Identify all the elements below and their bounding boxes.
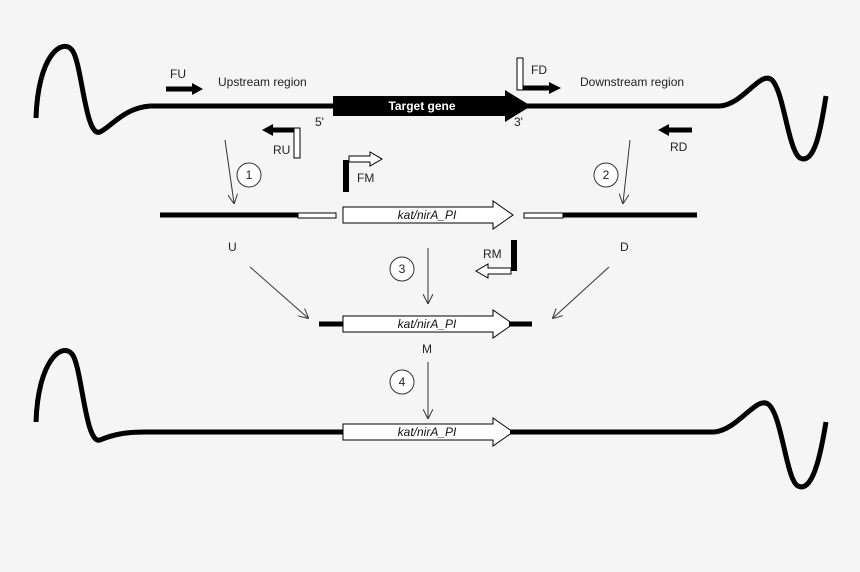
- ru-arrow-head: [262, 124, 273, 136]
- step-2-number: 2: [603, 168, 610, 182]
- target-gene-label: Target gene: [388, 99, 455, 113]
- step-4-number: 4: [399, 375, 406, 389]
- primer-ru: RU: [262, 124, 301, 159]
- upstream-region-label: Upstream region: [218, 75, 307, 89]
- step-4-circle: [389, 369, 415, 395]
- fragment-u: U: [160, 212, 337, 254]
- step-2-circle: [593, 162, 619, 188]
- rm-open-arrow: [475, 263, 512, 279]
- step-1: 1: [224, 139, 262, 203]
- step-2: 2: [593, 139, 631, 203]
- step-3-arrow-right: [553, 266, 610, 318]
- fragment-u-overlap: [297, 212, 337, 219]
- fd-tail: [516, 57, 524, 91]
- cassette-pcr-arrow: [342, 200, 514, 230]
- fragment-d-overlap: [523, 212, 564, 219]
- five-prime-label: 5': [315, 115, 324, 129]
- step-1-number: 1: [246, 168, 253, 182]
- primer-fu: FU: [166, 67, 203, 95]
- fragment-m-cassette-label: kat/nirA_PI: [398, 317, 457, 331]
- fragment-m: kat/nirA_PI M: [319, 309, 532, 356]
- primer-rd: RD: [658, 124, 692, 154]
- fu-arrow-head: [192, 83, 203, 95]
- three-prime-label: 3': [514, 115, 523, 129]
- fragment-u-label: U: [228, 240, 237, 254]
- fragment-m-cassette-arrow: [342, 309, 514, 339]
- rd-arrow-head: [658, 124, 669, 136]
- bottom-chromosome-left-end: [33, 348, 146, 443]
- step-3-circle: [389, 256, 415, 282]
- rm-label: RM: [483, 247, 502, 261]
- bottom-cassette-label: kat/nirA_PI: [398, 425, 457, 439]
- fragment-d-label: D: [620, 240, 629, 254]
- fm-label: FM: [357, 171, 374, 185]
- primer-fm: FM: [343, 151, 383, 192]
- step-3: 3: [249, 248, 610, 318]
- step-1-circle: [236, 162, 262, 188]
- chromosome-right-end: [719, 75, 829, 162]
- fd-label: FD: [531, 63, 547, 77]
- bottom-cassette-arrow: [342, 417, 514, 447]
- fu-label: FU: [170, 67, 186, 81]
- step-3-number: 3: [399, 262, 406, 276]
- fragment-d: D: [523, 212, 697, 254]
- target-gene-arrow: [333, 90, 531, 122]
- fm-black-tail: [343, 160, 349, 192]
- step-1-arrow: [224, 139, 234, 203]
- cassette-pcr: kat/nirA_PI: [342, 200, 514, 230]
- rm-black-tail: [511, 240, 517, 271]
- fragment-m-label: M: [422, 342, 432, 356]
- bottom-chromosome-right-end: [713, 400, 829, 490]
- ru-label: RU: [273, 143, 290, 157]
- fm-open-arrow: [348, 151, 383, 167]
- primer-rm: RM: [475, 240, 517, 279]
- downstream-region-label: Downstream region: [580, 75, 684, 89]
- fd-arrow-head: [549, 82, 561, 94]
- cassette-pcr-label: kat/nirA_PI: [398, 208, 457, 222]
- primer-fd: FD: [516, 57, 561, 94]
- step-3-arrow-left: [249, 266, 308, 318]
- top-chromosome: Target gene 5' 3' Upstream region Downst…: [33, 43, 829, 162]
- step-4: 4: [389, 362, 428, 418]
- bottom-chromosome: kat/nirA_PI: [33, 348, 829, 490]
- rd-label: RD: [670, 140, 688, 154]
- step-2-arrow: [623, 139, 631, 203]
- ru-tail: [293, 127, 301, 159]
- chromosome-left-end: [33, 43, 151, 135]
